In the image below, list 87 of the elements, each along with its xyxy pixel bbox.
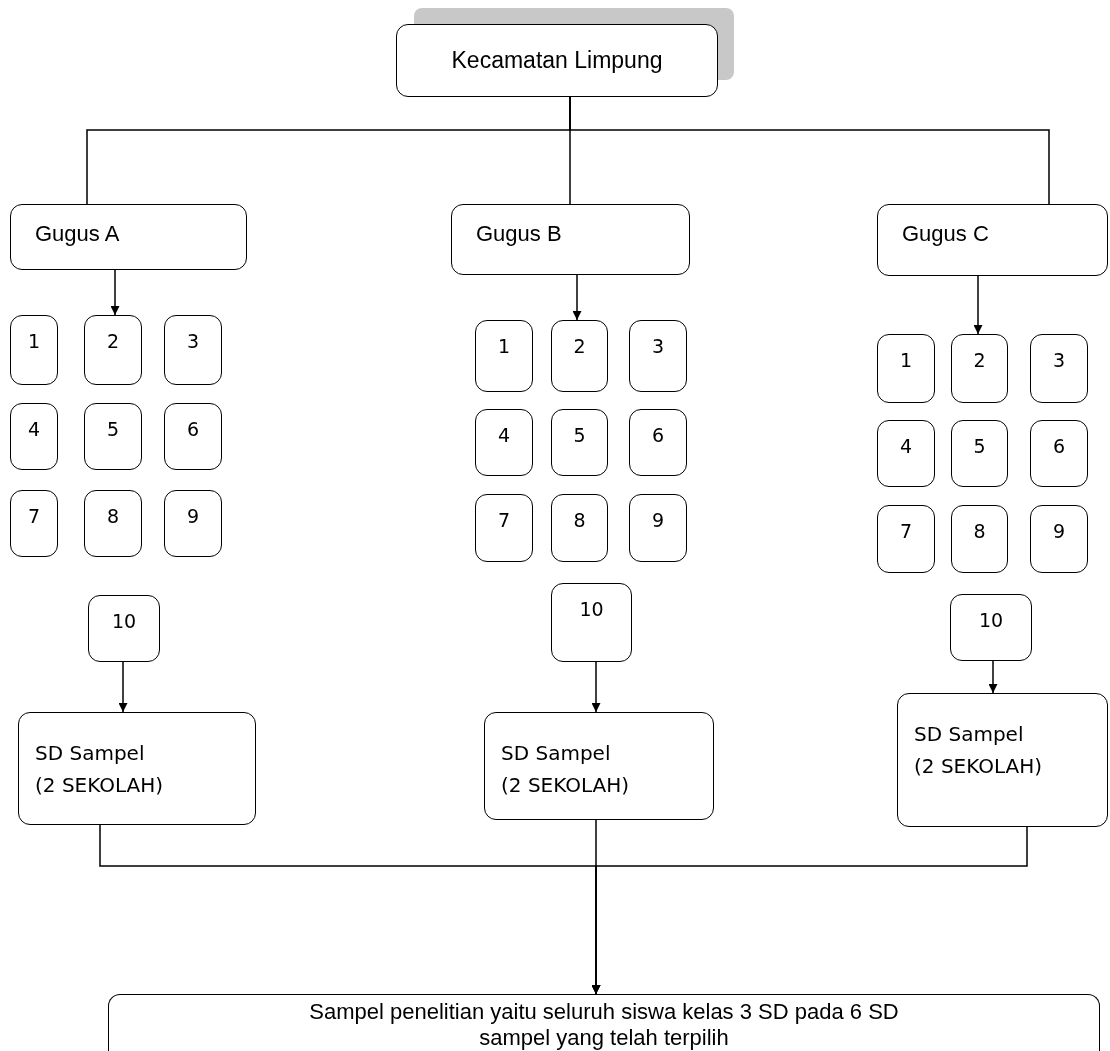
- school-number: 2: [573, 335, 586, 358]
- node-label: (2 SEKOLAH): [35, 772, 164, 799]
- school-number: 5: [573, 424, 586, 447]
- school-number: 4: [27, 418, 41, 441]
- node-label: (2 SEKOLAH): [501, 772, 630, 799]
- school-number: 2: [973, 349, 986, 372]
- school-number: 6: [186, 418, 200, 441]
- school-number: 4: [497, 424, 511, 447]
- school-number: 5: [106, 418, 120, 441]
- school-box: [951, 334, 1008, 403]
- cluster-box: [10, 204, 247, 270]
- node-label: SD Sampel: [914, 721, 1024, 748]
- school-box: [951, 420, 1008, 487]
- sample-box: [18, 712, 256, 825]
- school-box: [877, 334, 935, 403]
- node-label: (2 SEKOLAH): [914, 753, 1043, 780]
- school-box: [475, 494, 533, 562]
- school-number: 10: [579, 598, 604, 621]
- school-number: 4: [899, 435, 913, 458]
- school-box: [877, 420, 935, 487]
- school-box: [475, 320, 533, 392]
- school-box: [84, 403, 142, 470]
- school-box: [1030, 334, 1088, 403]
- cluster-box: [877, 204, 1108, 276]
- school-box: [950, 594, 1032, 661]
- school-box: [84, 490, 142, 557]
- sample-box: [484, 712, 714, 820]
- school-box: [164, 403, 222, 470]
- district-box: [396, 24, 718, 97]
- school-number: 1: [27, 330, 41, 353]
- school-number: 3: [186, 330, 200, 353]
- result-box: [108, 994, 1100, 1051]
- school-box: [551, 583, 632, 662]
- school-number: 9: [186, 505, 200, 528]
- school-box: [475, 409, 533, 476]
- school-number: 9: [1052, 520, 1066, 543]
- school-number: 8: [573, 509, 586, 532]
- school-number: 5: [973, 435, 986, 458]
- arrow: [572, 274, 582, 321]
- school-box: [951, 505, 1008, 573]
- school-box: [1030, 505, 1088, 573]
- arrow: [973, 275, 983, 335]
- node-label: SD Sampel: [501, 740, 611, 767]
- school-box: [84, 315, 142, 385]
- node-label: Gugus A: [35, 221, 120, 248]
- arrow: [988, 660, 998, 694]
- school-number: 3: [1052, 349, 1066, 372]
- school-number: 7: [27, 505, 41, 528]
- node-label: Kecamatan Limpung: [451, 46, 663, 75]
- arrow: [591, 826, 1028, 995]
- school-box: [164, 315, 222, 385]
- cluster-box: [451, 204, 690, 275]
- school-box: [10, 403, 58, 470]
- node-label: Gugus C: [902, 221, 989, 248]
- school-number: 10: [978, 609, 1004, 632]
- school-number: 6: [651, 424, 665, 447]
- arrow: [110, 269, 120, 316]
- school-box: [629, 320, 687, 392]
- school-number: 1: [899, 349, 913, 372]
- school-box: [10, 315, 58, 385]
- sample-box: [897, 693, 1108, 827]
- school-box: [551, 494, 608, 562]
- node-label: SD Sampel: [35, 740, 145, 767]
- school-number: 7: [899, 520, 913, 543]
- school-box: [629, 494, 687, 562]
- school-box: [551, 320, 608, 392]
- school-box: [877, 505, 935, 573]
- school-number: 6: [1052, 435, 1066, 458]
- school-number: 7: [497, 509, 511, 532]
- school-number: 10: [111, 610, 137, 633]
- connector-line: [569, 96, 1050, 205]
- arrow: [118, 661, 128, 713]
- school-box: [164, 490, 222, 557]
- school-number: 9: [651, 509, 665, 532]
- school-box: [551, 409, 608, 476]
- school-number: 8: [973, 520, 986, 543]
- school-number: 8: [106, 505, 120, 528]
- school-box: [10, 490, 58, 557]
- arrow: [591, 661, 601, 713]
- school-box: [88, 595, 160, 662]
- node-label: Gugus B: [476, 221, 562, 248]
- school-box: [1030, 420, 1088, 487]
- node-label: Sampel penelitian yaitu seluruh siswa kelas 3 SD pada 6 SD sampel yang telah terpilih: [308, 999, 900, 1051]
- school-box: [629, 409, 687, 476]
- school-number: 2: [106, 330, 120, 353]
- school-number: 1: [497, 335, 511, 358]
- school-number: 3: [651, 335, 665, 358]
